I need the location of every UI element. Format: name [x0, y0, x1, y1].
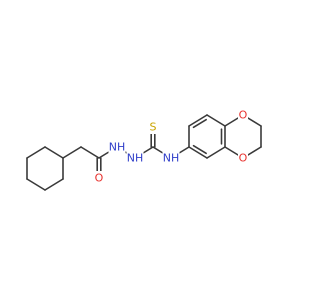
atom-label-background	[126, 151, 144, 165]
bond-line	[206, 114, 226, 127]
atom-label-s: S	[150, 121, 157, 134]
bond-line	[206, 146, 226, 159]
bond-line	[192, 118, 207, 129]
atom-label-background	[148, 120, 158, 134]
bond-line	[44, 178, 64, 191]
atom-label-o-ring-bottom: O	[239, 152, 248, 165]
atom-label-background	[238, 151, 248, 165]
bond-line	[62, 146, 82, 159]
atom-label-background	[238, 108, 248, 122]
atom-label-n-amide: NH	[109, 141, 126, 154]
atom-label-background	[162, 151, 180, 165]
bond-line	[44, 146, 64, 159]
atom-label-n-hydrazide: NH	[127, 152, 144, 165]
bond-line	[188, 114, 208, 127]
bond-line	[188, 146, 208, 159]
atom-label-o-ring-top: O	[239, 109, 248, 122]
bond-layer	[26, 114, 262, 191]
atom-label-background	[94, 171, 104, 185]
bond-line	[80, 146, 100, 159]
atom-label-background	[108, 140, 126, 154]
atom-label-o-amide: O	[95, 172, 104, 185]
atom-label-n-aryl: NH	[163, 152, 180, 165]
bond-line	[26, 178, 46, 191]
bond-line	[192, 144, 207, 155]
bond-line	[26, 146, 46, 159]
